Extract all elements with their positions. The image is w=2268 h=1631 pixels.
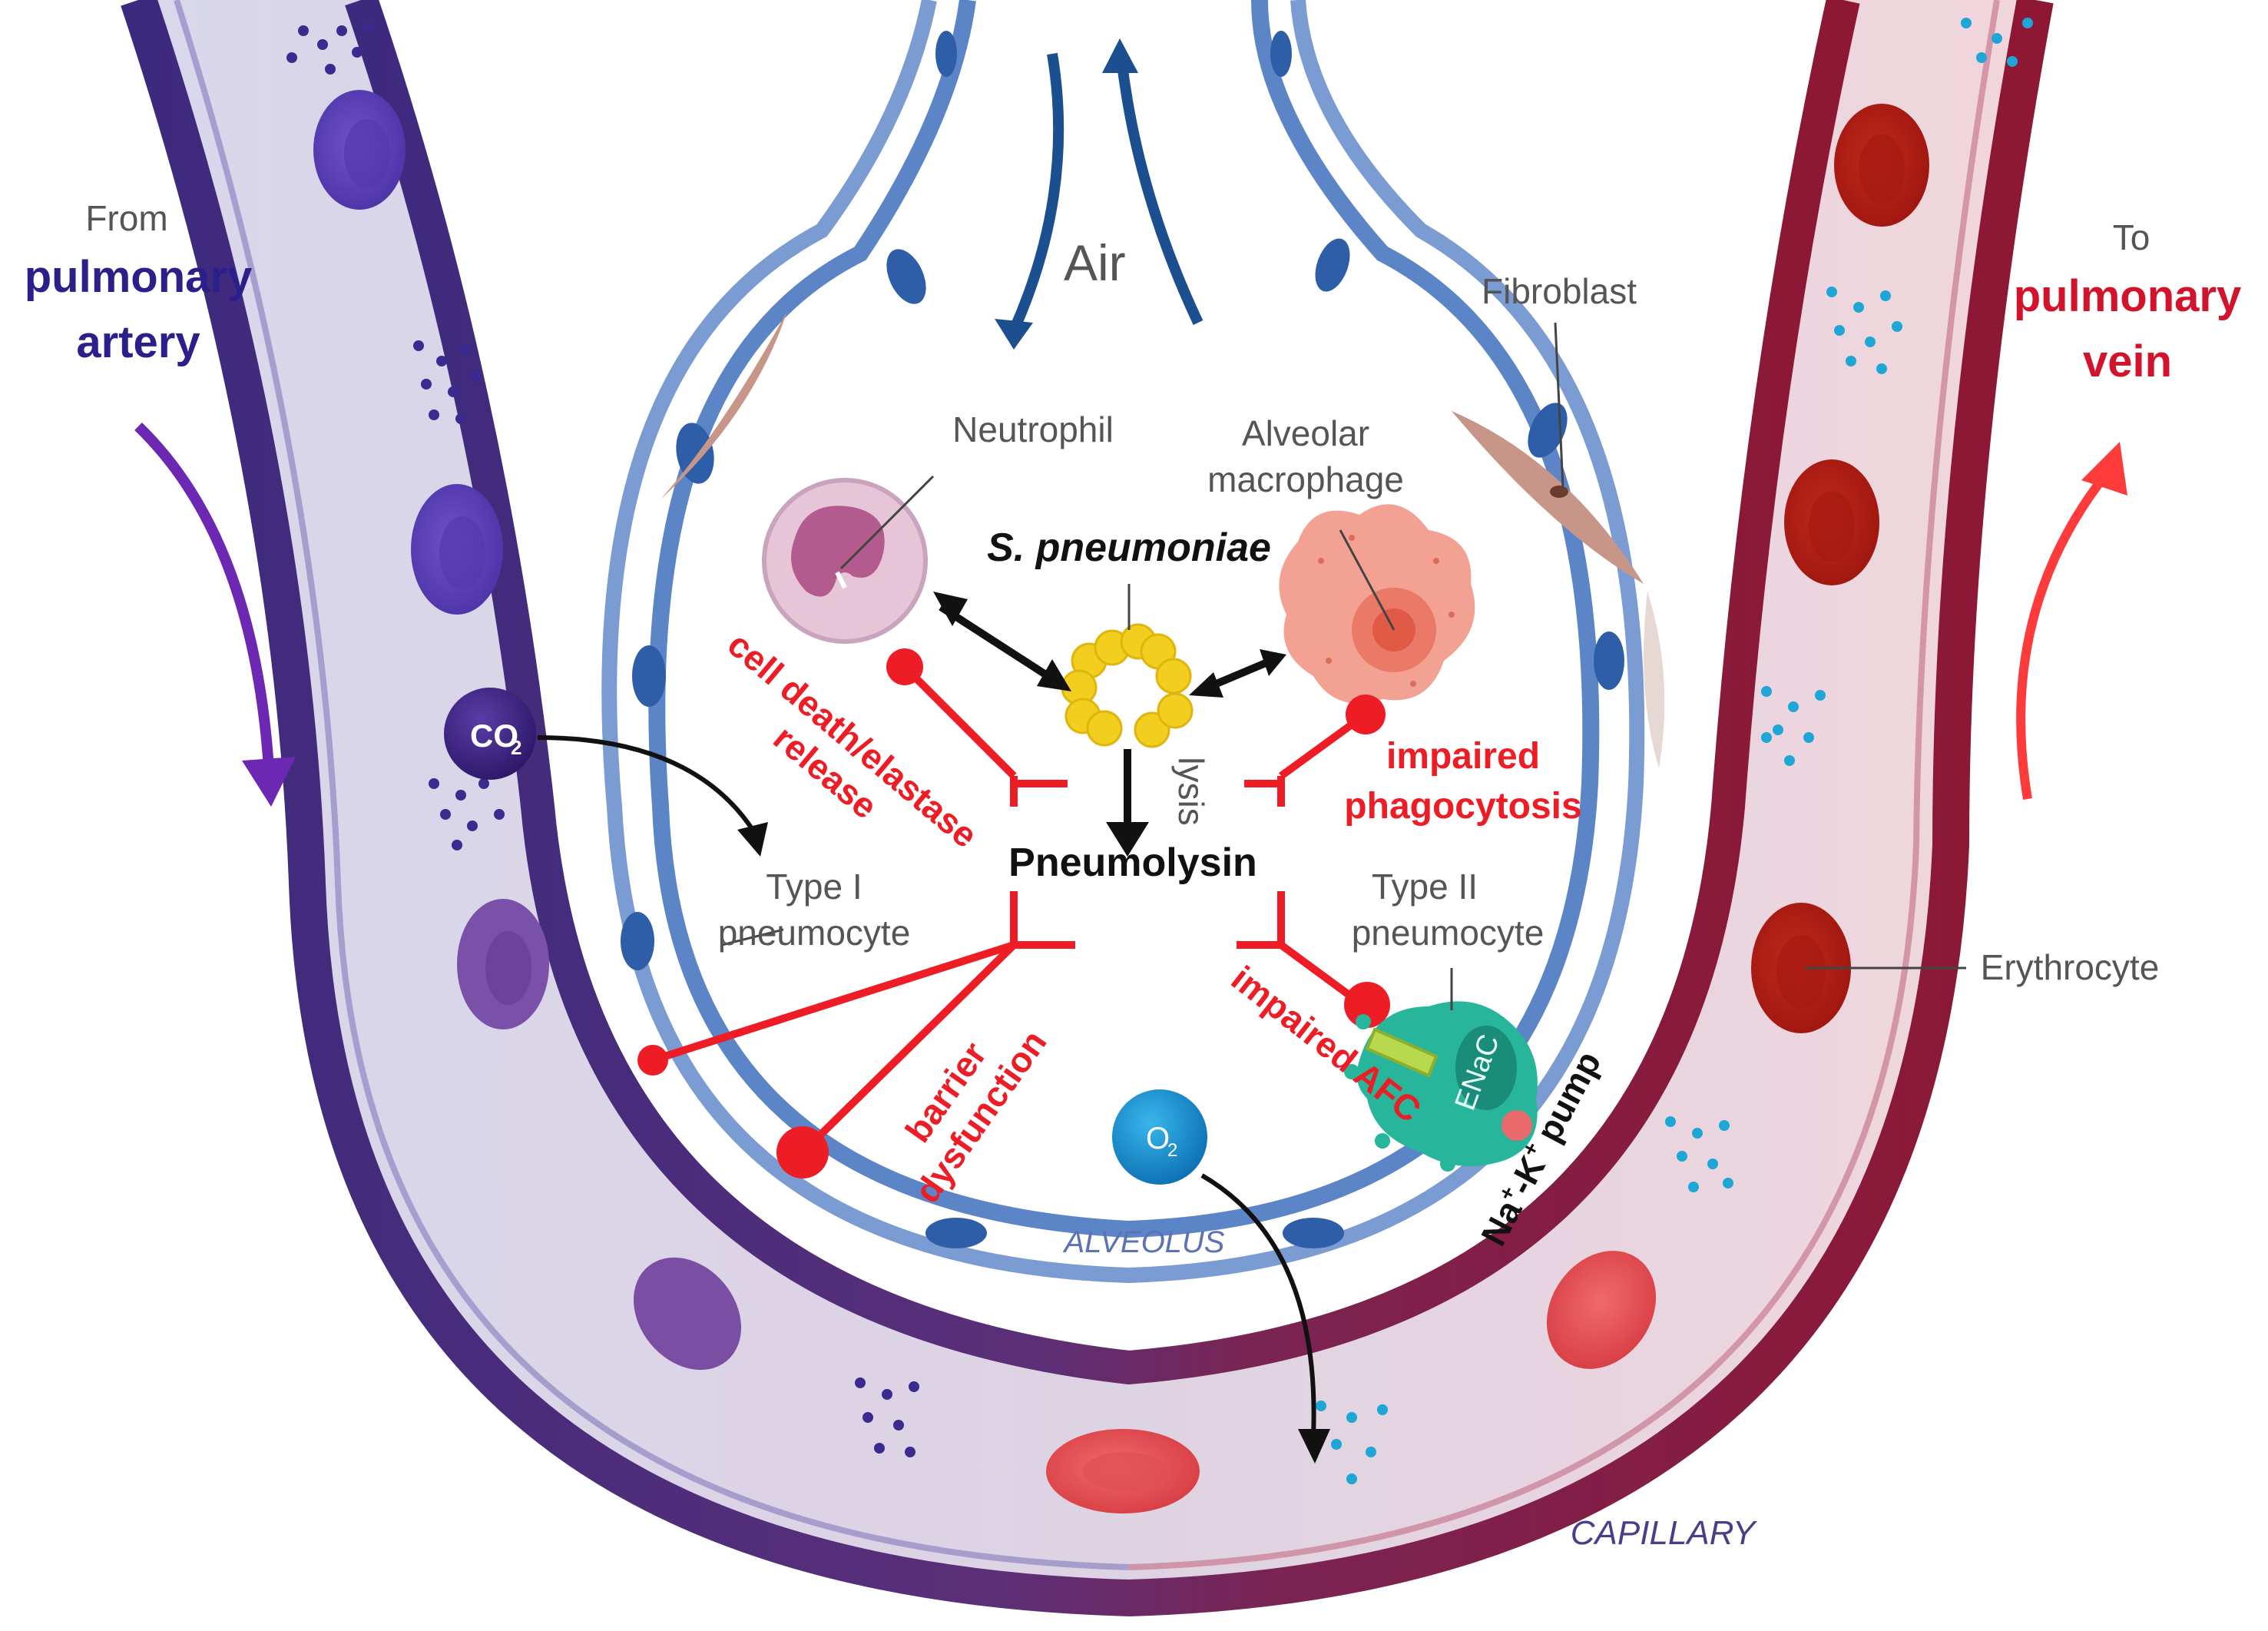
s-pneumoniae-label: S. pneumoniae (987, 525, 1271, 570)
co2-label: CO (470, 718, 518, 754)
leader-lines (721, 322, 1966, 1010)
s-pneumoniae-bacteria (1061, 623, 1194, 748)
to-pulmonary-label: pulmonary (2014, 271, 2242, 321)
impaired-phagocytosis-label-2: phagocytosis (1344, 786, 1581, 827)
blood-flow-arrows (134, 422, 2127, 807)
impaired-phagocytosis-label-1: impaired (1386, 736, 1540, 777)
co2-molecules (286, 22, 919, 1457)
rbc-purple (313, 90, 406, 210)
capillary (121, 0, 2054, 1617)
pneumolysin-label: Pneumolysin (1008, 840, 1257, 885)
capillary-label: CAPILLARY (1571, 1514, 1757, 1552)
rbc-red (1784, 459, 1879, 585)
o2-molecules (1316, 18, 2033, 1484)
rbc-pink (1046, 1429, 1200, 1513)
to-vein-label: vein (2083, 336, 2172, 386)
rbc-purple (411, 484, 503, 615)
rbc-red (1834, 104, 1929, 227)
neutrophil (762, 478, 928, 644)
type1-pneumocyte-cells (621, 31, 1624, 1248)
rbc-purple (457, 899, 549, 1029)
from-pulmonary-label: pulmonary (25, 252, 253, 302)
rbc-pink (1546, 1251, 1657, 1369)
to-label: To (2113, 217, 2150, 257)
macrophage-label-2: macrophage (1207, 459, 1404, 499)
macrophage-label-1: Alveolar (1242, 413, 1369, 453)
inhibition-lines (637, 648, 1390, 1178)
lysis-label: lysis (1171, 757, 1211, 825)
type2-pneumocyte (1344, 1001, 1538, 1172)
neutrophil-label: Neutrophil (952, 409, 1114, 449)
fibroblasts (661, 311, 1665, 768)
type2-label-2: pneumocyte (1352, 913, 1545, 953)
o2-bubble: O 2 (1112, 1089, 1207, 1185)
air-label: Air (1064, 234, 1126, 291)
rbc-red (1751, 903, 1851, 1033)
from-label: From (85, 198, 167, 238)
erythrocyte-label: Erythrocyte (1981, 947, 2160, 987)
o2-sub-label: 2 (1167, 1140, 1177, 1161)
type2-label-1: Type II (1372, 867, 1478, 907)
co2-sub-label: 2 (511, 736, 521, 759)
from-artery-label: artery (76, 317, 200, 367)
interaction-arrows (537, 592, 1330, 1464)
air-arrows (995, 38, 1204, 350)
type1-label-1: Type I (766, 867, 862, 907)
type1-label-2: pneumocyte (718, 913, 911, 953)
o2-label: O (1146, 1122, 1170, 1155)
rbc-purple (633, 1257, 742, 1371)
co2-bubble: CO 2 (444, 688, 536, 780)
erythrocytes (313, 90, 1929, 1513)
alveolus (601, 0, 1645, 1284)
alveolus-label: ALVEOLUS (1062, 1225, 1224, 1259)
fibroblast-label: Fibroblast (1482, 271, 1637, 311)
